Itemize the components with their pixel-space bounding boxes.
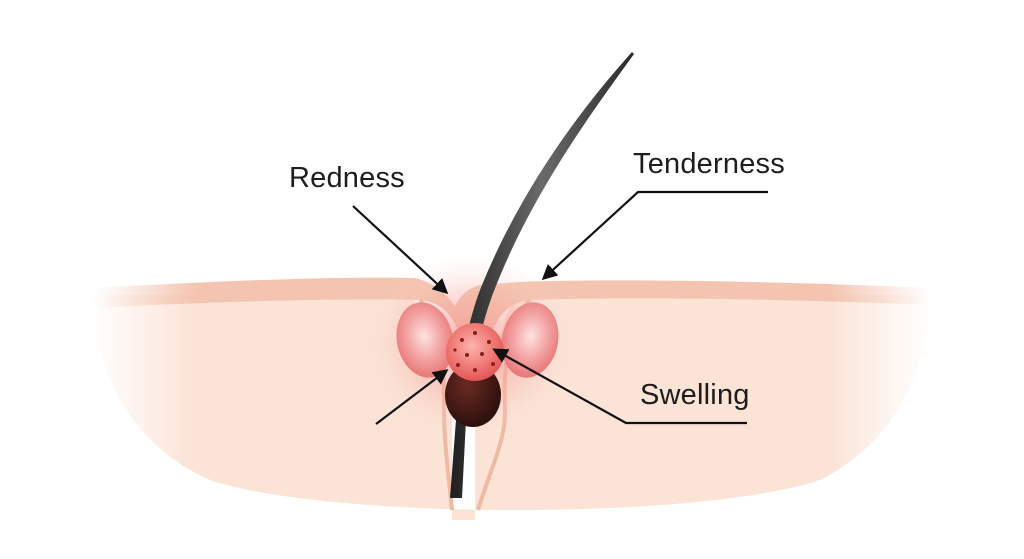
pointer-swelling — [492, 348, 747, 425]
pustule — [446, 323, 504, 381]
label-tenderness: Tenderness — [633, 148, 785, 180]
hair-shaft — [450, 52, 634, 498]
pointer-bulb — [375, 369, 449, 425]
pointer-tenderness — [541, 190, 768, 281]
hair-bulb — [445, 363, 501, 427]
label-redness: Redness — [289, 162, 405, 194]
sebaceous-gland-left — [396, 302, 454, 378]
sebaceous-gland-right — [501, 302, 559, 378]
label-swelling: Swelling — [640, 379, 750, 411]
pointer-redness — [352, 205, 449, 295]
